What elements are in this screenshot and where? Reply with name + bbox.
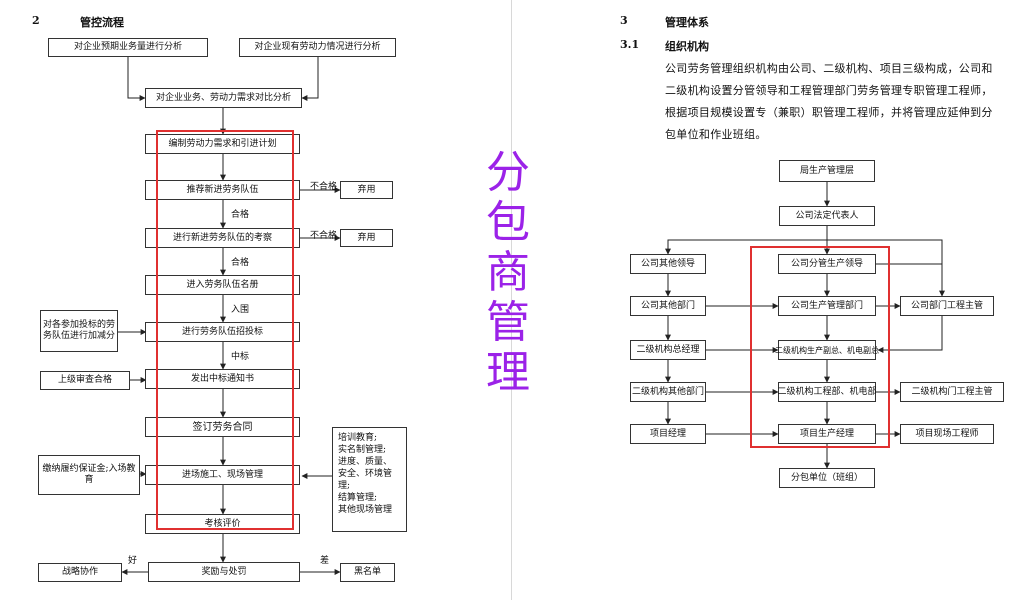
title-char: 分 [486,147,530,198]
highlight-box-left [156,130,294,530]
org-site-engineer: 项目现场工程师 [900,424,994,444]
org-prod-dept: 公司生产管理部门 [778,296,876,316]
subsection-title-organization: 组织机构 [665,40,709,53]
node-training-notes: 培训教育; 实名制管理; 进度、质量、 安全、环境管理; 结算管理; 其他现场管… [332,427,407,532]
title-char: 商 [486,247,530,298]
section-title-management-system: 管理体系 [665,16,709,29]
edge-label-pass-2: 合格 [231,258,250,268]
node-recommend: 推荐新进劳务队伍 [145,180,300,200]
node-register: 进入劳务队伍名册 [145,275,300,295]
node-discard-1: 弃用 [340,181,393,199]
title-char: 包 [486,197,530,248]
node-strategic: 战略协作 [38,563,122,582]
org-bureau: 局生产管理层 [779,160,875,182]
node-guarantee: 缴纳履约保证金;入场教育 [38,455,140,495]
node-inspect: 进行新进劳务队伍的考察 [145,228,300,248]
node-superior-review: 上级审查合格 [40,371,130,390]
flowchart-connectors [118,57,341,575]
node-plan: 编制劳动力需求和引进计划 [145,134,300,154]
edge-label-pass-1: 合格 [231,210,250,220]
highlight-box-right [750,246,890,448]
edge-label-bad: 差 [320,556,330,566]
node-analyze-forecast: 对企业预期业务量进行分析 [48,38,208,57]
node-bid-review: 对各参加投标的劳务队伍进行加减分 [40,310,118,352]
org-sub-deputy: 二级机构生产副总、机电副总 [775,340,879,360]
node-award-notice: 发出中标通知书 [145,369,300,389]
node-compare-demand: 对企业业务、劳动力需求对比分析 [145,88,302,108]
node-blacklist: 黑名单 [340,563,395,582]
section-title-control-process: 管控流程 [80,16,124,29]
node-discard-2: 弃用 [340,229,393,247]
node-bidding: 进行劳务队伍招投标 [145,322,300,342]
org-prod-leader: 公司分管生产领导 [778,254,876,274]
edge-label-fail-1: 不合格 [310,182,338,192]
title-char: 理 [486,347,530,398]
training-line: 培训教育; [338,433,378,443]
org-project-prod: 项目生产经理 [778,424,876,444]
edge-label-fail-2: 不合格 [310,231,338,241]
training-line: 实名制管理; [338,445,387,455]
node-contract: 签订劳务合同 [145,417,300,437]
section-number-3: 3 [620,14,628,27]
edge-label-win: 中标 [231,352,250,362]
org-sub-other: 二级机构其他部门 [630,382,706,402]
training-line: 进度、质量、 [338,457,393,467]
training-line: 其他现场管理 [338,505,393,515]
subsection-number: 3.1 [620,38,640,51]
org-subcontractor: 分包单位（班组） [779,468,875,488]
node-reward: 奖励与处罚 [148,562,300,582]
organization-paragraph: 公司劳务管理组织机构由公司、二级机构、项目三级构成，公司和二级机构设置分管领导和… [665,62,993,141]
org-project-manager: 项目经理 [630,424,706,444]
org-legal-rep: 公司法定代表人 [779,206,875,226]
edge-label-enter: 入围 [231,305,250,315]
page-divider [511,0,512,600]
org-sub-engineer: 二级机构门工程主管 [900,382,1004,402]
training-line: 结算管理; [338,493,378,503]
subcontractor-management-title: 分 包 商 管 理 [478,148,538,398]
org-sub-eng-dept: 二级机构工程部、机电部 [778,382,877,402]
edge-label-good: 好 [128,556,138,566]
training-line: 安全、环境管理; [338,469,393,491]
node-analyze-labor: 对企业现有劳动力情况进行分析 [239,38,396,57]
org-sub-gm: 二级机构总经理 [630,340,706,360]
node-onsite: 进场施工、现场管理 [145,465,300,485]
title-char: 管 [486,297,530,348]
org-other-leaders: 公司其他领导 [630,254,706,274]
org-dept-engineer: 公司部门工程主管 [900,296,994,316]
org-other-depts: 公司其他部门 [630,296,706,316]
section-number-2: 2 [32,14,40,27]
